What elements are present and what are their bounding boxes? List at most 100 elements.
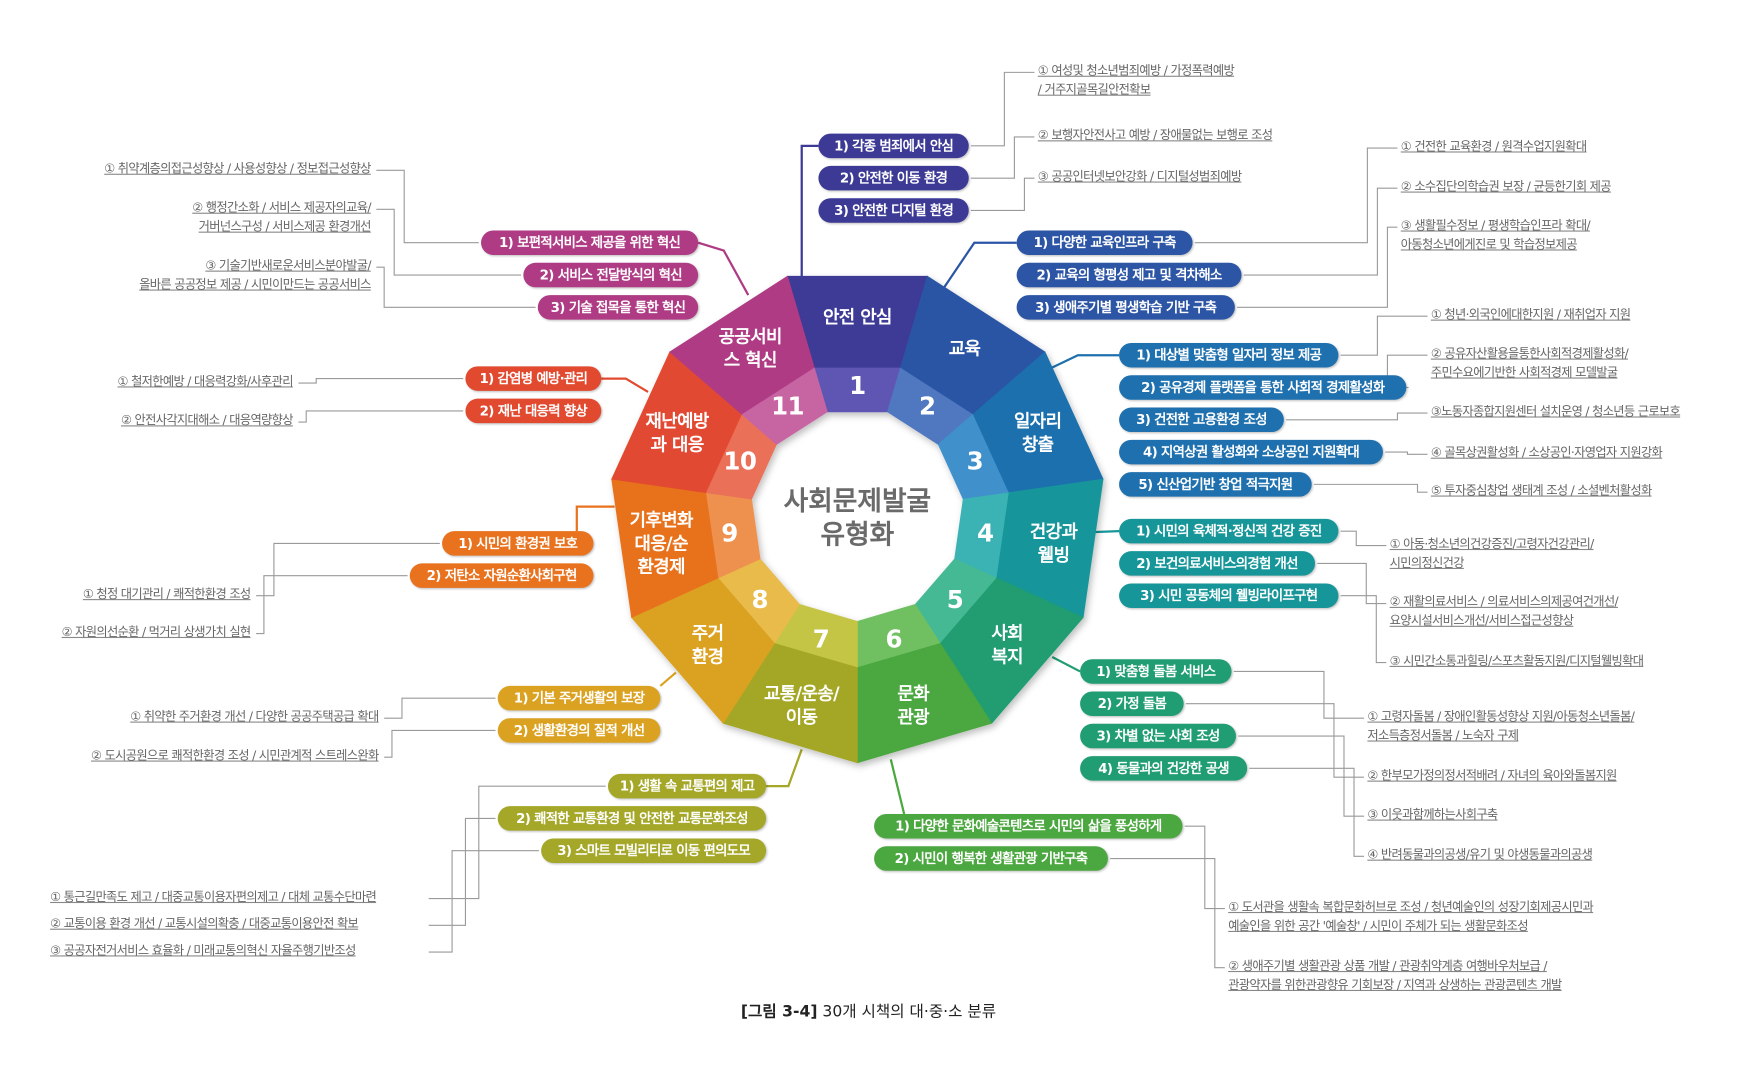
policy-pill[interactable]: 3) 생애주기별 평생학습 기반 구축 — [1016, 295, 1235, 320]
detail-connector-line — [1194, 147, 1398, 244]
category-connector-line — [697, 241, 750, 296]
policy-detail-line: ① 도서관을 생활속 복합문화허브로 조성 / 청년예술인의 성장기회제공시민과 — [1228, 899, 1594, 915]
category-connector-line — [1051, 655, 1081, 673]
sub-item-connectors — [256, 71, 1428, 969]
segment-number: 11 — [771, 392, 804, 421]
policy-pill[interactable]: 3) 스마트 모빌리티로 이동 편의도모 — [541, 838, 767, 863]
segment-label: 대응/순 — [635, 533, 689, 554]
detail-connector-line — [298, 410, 464, 423]
segment-number: 9 — [721, 519, 737, 548]
detail-connector-line — [376, 208, 522, 276]
policy-pill[interactable]: 2) 시민이 행복한 생활관광 기반구축 — [874, 846, 1108, 871]
segment-label: 관광 — [897, 707, 930, 728]
policy-pill[interactable]: 2) 공유경제 플랫폼을 통한 사회적 경제활성화 — [1119, 375, 1407, 400]
segment-label: 복지 — [991, 647, 1023, 668]
policy-pill[interactable]: 2) 서비스 전달방식의 혁신 — [523, 262, 699, 288]
detail-connector-line — [1340, 595, 1387, 664]
policy-detail-line: 시민의정신건강 — [1389, 555, 1465, 571]
detail-connector-line — [1237, 226, 1398, 308]
policy-detail: ② 공유자산활용을통한사회적경제활성화/주민수요에기반한 사회적경제 모델발굴 — [1431, 344, 1629, 382]
policy-pill[interactable]: 1) 생활 속 교통편의 제고 — [607, 773, 767, 799]
policy-pill[interactable]: 2) 저탄소 자원순환사회구현 — [409, 563, 594, 588]
category-connector-line — [800, 144, 819, 279]
policy-pill[interactable]: 3) 건전한 고용환경 조성 — [1119, 407, 1284, 433]
policy-pill[interactable]: 1) 다양한 문화예술콘텐츠로 시민의 삶을 풍성하게 — [874, 813, 1183, 839]
segment-label: 웰빙 — [1038, 545, 1070, 566]
policy-detail-line: ① 철저한예방 / 대응력강화/사후관리 — [117, 374, 294, 389]
policy-pill[interactable]: 5) 신산업기반 창업 적극지원 — [1119, 472, 1312, 497]
policy-pill[interactable]: 1) 기본 주거생활의 보장 — [497, 685, 661, 711]
policy-detail-line: ② 교통이용 환경 개선 / 교통시설의확충 / 대중교통이용안전 확보 — [50, 916, 359, 931]
segment-label: 교통/운송/ — [764, 684, 840, 705]
wheel-number-band-11 — [741, 367, 828, 445]
policy-pill[interactable]: 1) 감염병 예방·관리 — [465, 366, 602, 391]
detail-connector-line — [1238, 735, 1365, 817]
policy-detail: ② 안전사각지대해소 / 대응역량향상 — [121, 411, 294, 430]
policy-pill[interactable]: 3) 차별 없는 사회 조성 — [1080, 723, 1236, 749]
policy-pill[interactable]: 1) 대상별 맞춤형 일자리 정보 제공 — [1119, 342, 1339, 368]
category-wheel — [611, 275, 1104, 764]
policy-detail: ① 아동·청소년의건강증진/고령자건강관리/시민의정신건강 — [1389, 534, 1595, 572]
policy-detail-line: ③ 공공인터넷보안강화 / 디지털성범죄예방 — [1037, 169, 1242, 184]
detail-connector-line — [1233, 670, 1365, 719]
detail-connector-line — [1286, 412, 1428, 421]
policy-detail-line: ⑤ 투자중심창업 생태계 조성 / 소셜벤처활성화 — [1430, 483, 1652, 498]
policy-pill[interactable]: 3) 시민 공동체의 웰빙라이프구현 — [1119, 583, 1339, 608]
segment-number: 3 — [967, 447, 983, 476]
policy-detail: ② 재활의료서비스 / 의료서비스의제공여건개선/요양시설서비스개선/서비스접근… — [1390, 592, 1619, 630]
policy-detail-line: ③ 기술기반새로운서비스분야발굴/ — [205, 258, 371, 273]
policy-detail: ⑤ 투자중심창업 생태계 조성 / 소셜벤처활성화 — [1431, 481, 1652, 500]
policy-pill[interactable]: 3) 기술 접목을 통한 혁신 — [537, 295, 699, 320]
detail-connector-line — [428, 850, 539, 953]
detail-connector-line — [1243, 187, 1398, 276]
policy-detail: ② 생애주기별 생활관광 상품 개발 / 관광취약계층 여행바우처보급 / 관광약… — [1228, 956, 1562, 994]
policy-detail-line: ② 행정간소화 / 서비스 제공자의교육/ — [192, 200, 371, 215]
policy-pill[interactable]: 2) 안전한 이동 환경 — [818, 165, 969, 191]
policy-pill[interactable]: 2) 생활환경의 질적 개선 — [497, 718, 661, 743]
policy-detail-line: ② 생애주기별 생활관광 상품 개발 / 관광취약계층 여행바우처보급 / — [1228, 958, 1547, 974]
policy-pill[interactable]: 2) 가정 돌봄 — [1080, 691, 1184, 716]
policy-pill[interactable]: 4) 지역상권 활성화와 소상공인 지원확대 — [1119, 439, 1383, 465]
policy-pill[interactable]: 1) 시민의 육체적·정신적 건강 증진 — [1119, 518, 1339, 544]
policy-detail-line: ② 보행자안전사고 예방 / 장애물없는 보행로 조성 — [1037, 128, 1273, 143]
policy-pill[interactable]: 2) 재난 대응력 향상 — [465, 398, 602, 424]
policy-detail-line: ① 취약한 주거환경 개선 / 다양한 공공주택공급 확대 — [130, 709, 379, 724]
policy-pill[interactable]: 2) 쾌적한 교통환경 및 안전한 교통문화조성 — [497, 806, 767, 831]
segment-number: 1 — [849, 371, 865, 400]
policy-pill[interactable]: 1) 보편적서비스 제공을 위한 혁신 — [481, 230, 699, 255]
policy-pill[interactable]: 2) 교육의 형평성 제고 및 격차해소 — [1016, 262, 1242, 288]
policy-detail-line: ① 여성및 청소년범죄예방 / 가정폭력예방 — [1037, 63, 1235, 78]
policy-pill[interactable]: 3) 안전한 디지털 환경 — [818, 198, 969, 223]
category-connector-line — [943, 241, 1017, 288]
policy-pill[interactable]: 1) 각종 범죄에서 안심 — [818, 133, 969, 159]
policy-detail-line: ① 건전한 교육환경 / 원격수업지원확대 — [1400, 139, 1587, 154]
segment-label: 공공서비 — [719, 327, 782, 348]
policy-pill[interactable]: 1) 맞춤형 돌봄 서비스 — [1080, 659, 1232, 684]
policy-detail-line: ③ 공공자전거서비스 효율화 / 미래교통의혁신 자율주행기반조성 — [50, 943, 356, 958]
policy-detail: ③ 기술기반새로운서비스분야발굴/올바른 공공정보 제공 / 시민이만드는 공공… — [139, 256, 371, 294]
detail-connector-line — [1385, 451, 1428, 455]
segment-label: 기후변화 — [630, 510, 694, 531]
policy-detail-line: ② 자원의선순환 / 먹거리 상생가치 실현 — [61, 624, 252, 640]
center-title-line1: 사회문제발굴 — [784, 486, 932, 517]
category-connectors — [575, 144, 1120, 815]
policy-detail: ③ 공공인터넷보안강화 / 디지털성범죄예방 — [1038, 167, 1242, 186]
policy-detail-line: 관광약자를 위한관광향유 기회보장 / 지역과 상생하는 관광콘텐츠 개발 — [1228, 977, 1562, 993]
detail-connector-line — [256, 542, 440, 597]
detail-connector-line — [298, 378, 464, 384]
policy-detail: ① 취약계층의접근성향상 / 사용성향상 / 정보접근성향상 — [104, 159, 371, 178]
policy-detail-line: 예술인을 위한 공간 '예술창' / 시민이 주체가 되는 생활문화조성 — [1228, 918, 1528, 934]
policy-detail-line: ④ 골목상권활성화 / 소상공인·자영업자 지원강화 — [1430, 445, 1663, 460]
policy-pill[interactable]: 1) 다양한 교육인프라 구축 — [1016, 230, 1193, 255]
policy-detail-line: ① 통근길만족도 제고 / 대중교통이용자편의제고 / 대체 교통수단마련 — [50, 889, 377, 905]
policy-pill[interactable]: 1) 시민의 환경권 보호 — [442, 531, 594, 556]
policy-pill[interactable]: 4) 동물과의 건강한 공생 — [1080, 756, 1248, 781]
segment-label: 이동 — [786, 707, 818, 728]
segment-number: 7 — [813, 624, 829, 653]
policy-pill[interactable]: 2) 보건의료서비스의경험 개선 — [1119, 551, 1316, 576]
segment-label: 교육 — [949, 338, 981, 359]
policy-detail: ① 통근길만족도 제고 / 대중교통이용자편의제고 / 대체 교통수단마련 — [50, 887, 377, 906]
figure-title: 30개 시책의 대·중·소 분류 — [817, 1003, 997, 1022]
policy-detail-line: ① 취약계층의접근성향상 / 사용성향상 / 정보접근성향상 — [104, 161, 371, 176]
